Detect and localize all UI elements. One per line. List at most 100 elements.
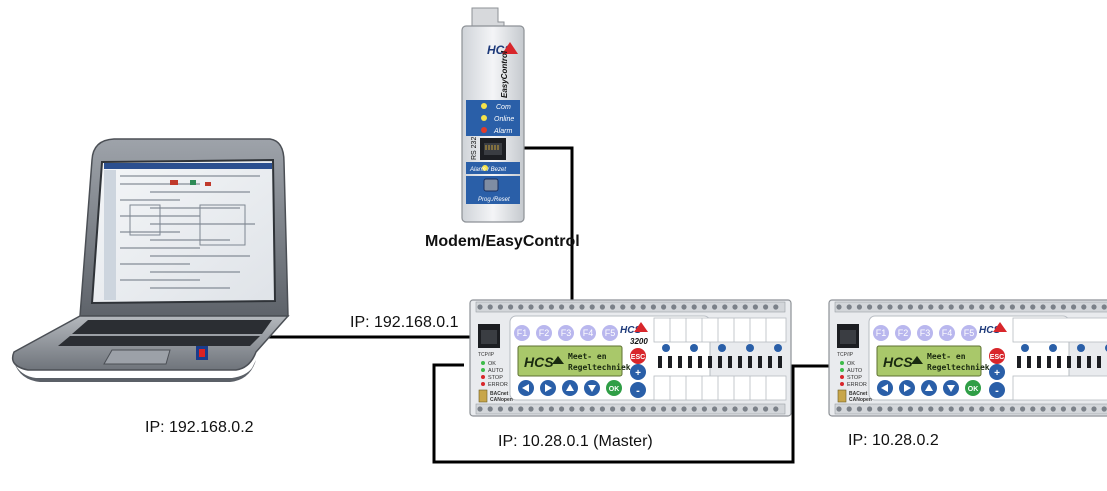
svg-text:OK: OK <box>609 386 620 393</box>
f3-key[interactable]: F3 <box>558 325 574 341</box>
status-led-online: Online <box>481 115 514 123</box>
terminal-screw <box>487 304 493 310</box>
f1-key[interactable]: F1 <box>873 325 889 341</box>
terminal-screw <box>640 304 646 310</box>
ok-key[interactable]: OK <box>606 380 622 396</box>
terminal-screw <box>630 406 636 412</box>
down-arrow-key[interactable] <box>943 380 959 396</box>
terminal-screw <box>887 406 893 412</box>
svg-text:AUTO: AUTO <box>847 368 863 374</box>
terminal-screw <box>681 406 687 412</box>
svg-text:+: + <box>635 368 641 379</box>
f5-key[interactable]: F5 <box>602 325 618 341</box>
modem-easycontrol-device: HCS EasyControl Com Online Alarm RS 232 … <box>461 7 525 223</box>
rs232-port-label: RS 232 <box>471 137 478 160</box>
status-panel <box>466 100 520 136</box>
svg-text:F3: F3 <box>920 328 931 338</box>
f5-key[interactable]: F5 <box>961 325 977 341</box>
hcs-logo: HCS <box>487 42 518 57</box>
terminal-screw <box>1091 406 1097 412</box>
right-arrow-key[interactable] <box>540 380 556 396</box>
left-arrow-key[interactable] <box>518 380 534 396</box>
terminal-screw <box>579 406 585 412</box>
terminal-screw <box>548 406 554 412</box>
f3-key[interactable]: F3 <box>917 325 933 341</box>
lcd-display: HCS Meet- en Regeltechniek <box>517 345 631 377</box>
terminal-screw <box>763 304 769 310</box>
svg-text:-: - <box>995 385 999 397</box>
status-leds: OK AUTO STOP ERROR <box>840 361 867 388</box>
up-arrow-key[interactable] <box>921 380 937 396</box>
terminal-screw <box>958 304 964 310</box>
function-keys: F1 F2 F3 F4 F5 <box>514 325 618 341</box>
terminal-screw <box>742 304 748 310</box>
svg-text:F2: F2 <box>539 328 550 338</box>
terminal-screw <box>630 304 636 310</box>
terminal-screw <box>979 406 985 412</box>
prog-reset-button[interactable]: Prog./Reset <box>478 178 510 203</box>
svg-text:ERROR: ERROR <box>847 382 867 388</box>
right-arrow-key[interactable] <box>899 380 915 396</box>
f2-key[interactable]: F2 <box>895 325 911 341</box>
terminal-screw <box>732 406 738 412</box>
status-led-alarm: Alarm <box>481 127 512 135</box>
terminal-screw <box>999 406 1005 412</box>
tcpip-port[interactable] <box>478 324 500 348</box>
svg-text:BACnet: BACnet <box>490 391 509 397</box>
up-arrow-key[interactable] <box>562 380 578 396</box>
terminal-screw <box>722 406 728 412</box>
f4-key[interactable]: F4 <box>939 325 955 341</box>
esc-key[interactable]: ESC <box>630 348 646 364</box>
minus-key[interactable]: - <box>989 382 1005 398</box>
f1-key[interactable]: F1 <box>514 325 530 341</box>
terminal-screw <box>752 304 758 310</box>
minus-key[interactable]: - <box>630 382 646 398</box>
down-arrow-key[interactable] <box>584 380 600 396</box>
terminal-screw <box>867 304 873 310</box>
tcpip-port[interactable] <box>837 324 859 348</box>
svg-text:+: + <box>994 368 1000 379</box>
esc-key[interactable]: ESC <box>989 348 1005 364</box>
left-arrow-key[interactable] <box>877 380 893 396</box>
ok-key[interactable]: OK <box>965 380 981 396</box>
svg-text:F2: F2 <box>898 328 909 338</box>
terminal-screw <box>897 406 903 412</box>
terminal-screw <box>1091 304 1097 310</box>
terminal-screw <box>1020 304 1026 310</box>
f4-key[interactable]: F4 <box>580 325 596 341</box>
master-ip-label: IP: 10.28.0.1 (Master) <box>498 433 653 450</box>
terminal-screw <box>661 406 667 412</box>
slave-controller: TCP/IP OK AUTO STOP ERROR BACnet CANopen… <box>828 299 1107 417</box>
terminal-screw <box>887 304 893 310</box>
f2-key[interactable]: F2 <box>536 325 552 341</box>
terminal-screw <box>712 406 718 412</box>
terminal-screw <box>508 406 514 412</box>
usb-port[interactable] <box>478 389 488 403</box>
terminal-screw <box>989 304 995 310</box>
io-block <box>653 317 787 401</box>
terminal-screw <box>948 304 954 310</box>
terminal-screw <box>1081 406 1087 412</box>
usb-port[interactable] <box>837 389 847 403</box>
svg-text:Alarm: Alarm <box>493 128 512 135</box>
terminal-screw <box>1040 406 1046 412</box>
lcd-display: HCS Meet- en Regeltechniek <box>876 345 990 377</box>
terminal-screw <box>701 304 707 310</box>
terminal-screw <box>701 406 707 412</box>
terminal-screw <box>1009 406 1015 412</box>
svg-text:3200: 3200 <box>630 337 648 346</box>
plus-key[interactable]: + <box>630 364 646 380</box>
terminal-screw <box>938 304 944 310</box>
slave-ip-label: IP: 10.28.0.2 <box>848 432 939 449</box>
terminal-screw <box>528 304 534 310</box>
plus-key[interactable]: + <box>989 364 1005 380</box>
rs232-port[interactable] <box>480 138 506 160</box>
svg-text:F4: F4 <box>942 328 953 338</box>
terminal-screw <box>773 304 779 310</box>
terminal-screw <box>528 406 534 412</box>
terminal-screw <box>559 304 565 310</box>
terminal-screw <box>579 304 585 310</box>
terminal-screw <box>928 406 934 412</box>
terminal-screw <box>508 304 514 310</box>
terminal-screw <box>650 304 656 310</box>
